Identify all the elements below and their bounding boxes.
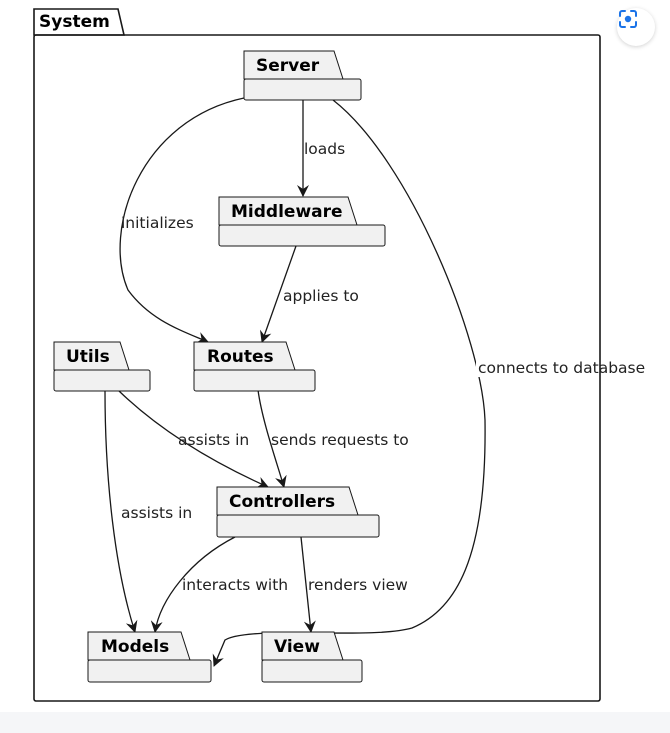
- edge-label-interacts-with: interacts with: [182, 576, 288, 594]
- edge-label-applies-to: applies to: [283, 287, 359, 305]
- edge-label-sends-requests-to: sends requests to: [271, 431, 409, 449]
- package-label-server: Server: [256, 56, 320, 76]
- edge-label-loads: loads: [304, 140, 345, 158]
- package-view: [261, 631, 363, 683]
- system-frame: System: [33, 8, 601, 702]
- package-models: [87, 631, 212, 683]
- edge-controllers-models: [150, 536, 236, 633]
- edge-server-routes: [119, 97, 245, 344]
- visual-search-button[interactable]: [617, 8, 655, 46]
- package-controllers: [216, 486, 380, 538]
- scan-lens-icon: [619, 10, 637, 28]
- edge-routes-controllers: [257, 389, 287, 488]
- package-middleware: [218, 196, 386, 247]
- edge-label-initializes: initializes: [121, 214, 194, 232]
- package-label-controllers: Controllers: [229, 492, 335, 512]
- edge-utils-controllers: [118, 390, 269, 488]
- package-label-utils: Utils: [66, 347, 110, 367]
- edge-label-bg: [476, 356, 594, 377]
- package-label-models: Models: [101, 637, 169, 657]
- edge-label-assists-in-controllers: assists in: [178, 431, 249, 449]
- package-utils: [53, 341, 151, 392]
- edge-middleware-routes: [260, 245, 297, 343]
- package-label-middleware: Middleware: [231, 202, 343, 222]
- package-routes: [193, 341, 316, 392]
- edge-label-connects-to-database: connects to database: [478, 359, 645, 377]
- system-label: System: [39, 12, 110, 32]
- package-server: [243, 50, 362, 101]
- edge-utils-models: [104, 390, 138, 633]
- package-label-routes: Routes: [207, 347, 274, 367]
- package-label-view: View: [274, 637, 320, 657]
- edge-label-assists-in-models: assists in: [121, 504, 192, 522]
- edge-label-renders-view: renders view: [308, 576, 408, 594]
- edge-controllers-view: [300, 536, 316, 633]
- bottom-strip: [0, 712, 670, 733]
